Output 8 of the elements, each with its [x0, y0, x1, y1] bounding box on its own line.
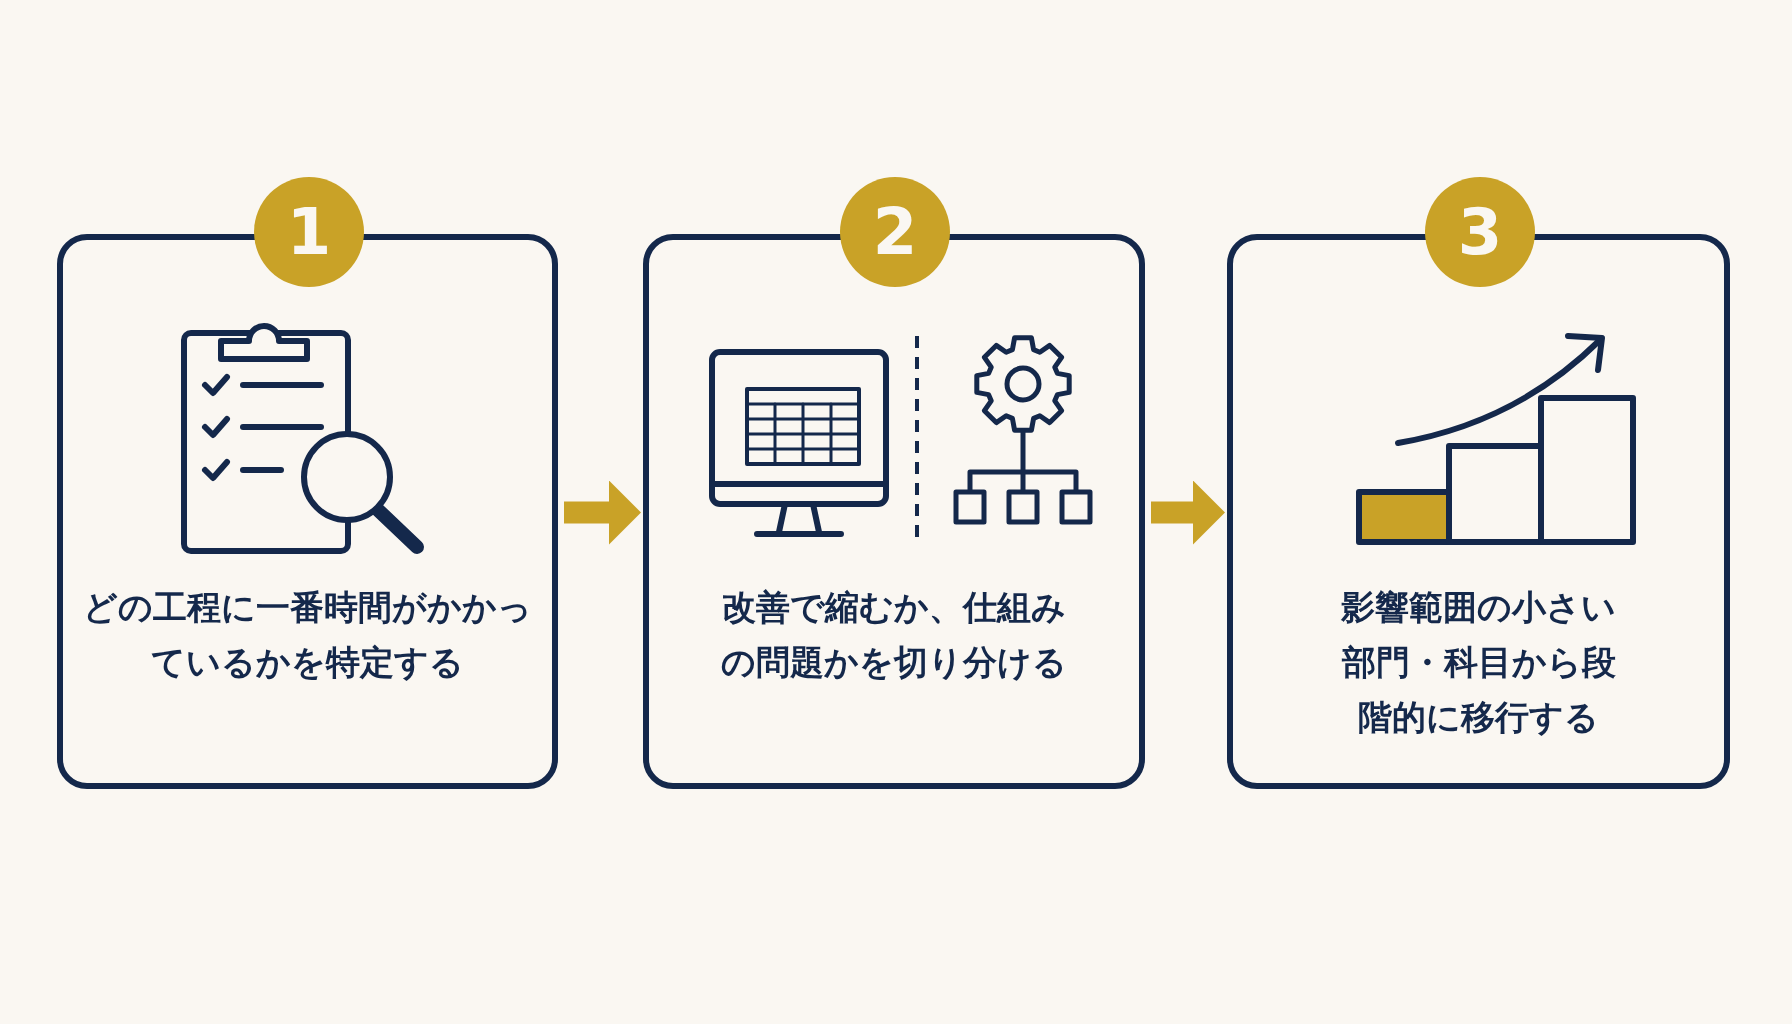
step-text: 影響範囲の小さい部門・科目から段階的に移行する: [1340, 586, 1617, 739]
step-number-badge: 1: [254, 177, 364, 287]
arrow: [564, 480, 641, 545]
step-number-badge: 2: [840, 177, 950, 287]
arrow: [1151, 480, 1225, 545]
step-text: どの工程に一番時間がかかっているかを特定する: [82, 586, 533, 684]
step-number-badge: 3: [1425, 177, 1535, 287]
step-text: 改善で縮むか、仕組みの問題かを切り分ける: [720, 586, 1068, 684]
